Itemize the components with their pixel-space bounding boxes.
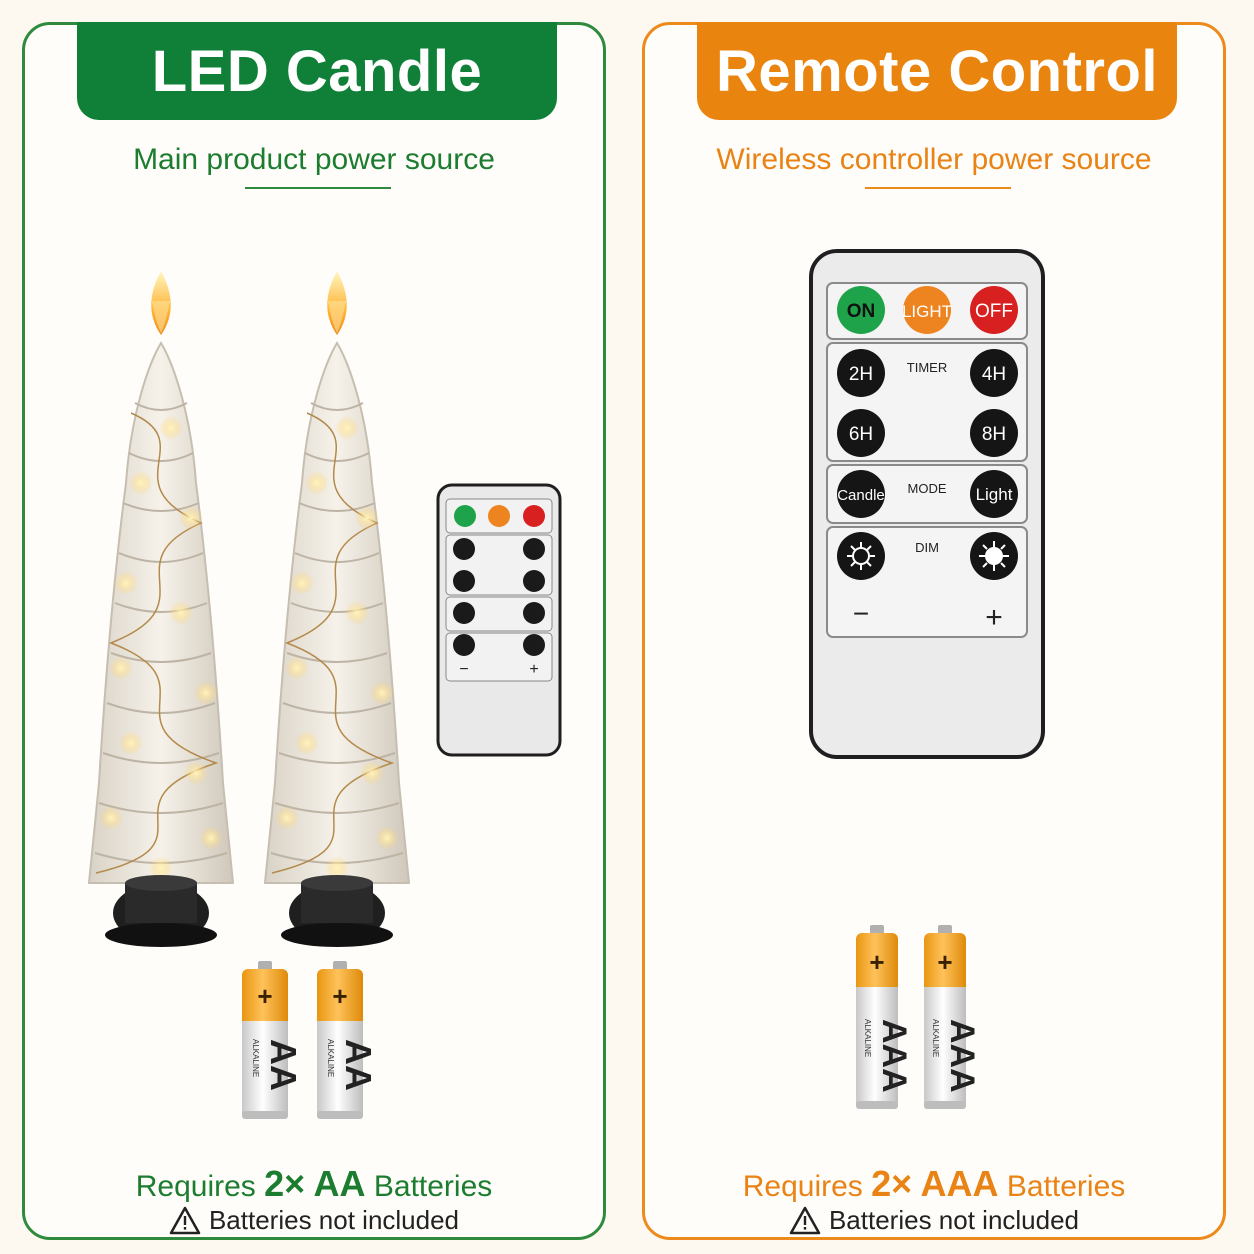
- svg-text:AA: AA: [338, 1039, 379, 1091]
- led-candle-note: Batteries not included: [25, 1205, 603, 1236]
- remote-control-illustration: ON LIGHT OFF TIMER 2H 4H 6H 8H MODE Cand…: [809, 249, 1045, 1109]
- led-candle-requirement: Requires 2× AA Batteries: [25, 1163, 603, 1205]
- svg-text:+: +: [869, 947, 884, 977]
- remote-control-subtitle: Wireless controller power source: [716, 143, 1152, 176]
- remote-control-requirement: Requires 2× AAA Batteries: [645, 1163, 1223, 1205]
- svg-text:−: −: [459, 661, 468, 678]
- dim-label: DIM: [915, 540, 939, 555]
- timer-8h-label: 8H: [982, 424, 1006, 445]
- warning-icon: [169, 1206, 201, 1234]
- svg-text:AA: AA: [263, 1039, 304, 1091]
- svg-text:+: +: [529, 661, 538, 678]
- svg-text:+: +: [937, 947, 952, 977]
- requires-suffix: Batteries: [1006, 1170, 1126, 1203]
- remote-control-panel: Remote Control Wireless controller power…: [642, 22, 1226, 1240]
- requires-prefix: Requires: [135, 1170, 256, 1203]
- timer-6h-label: 6H: [849, 424, 873, 445]
- note-text: Batteries not included: [208, 1205, 460, 1235]
- svg-text:ALKALINE: ALKALINE: [251, 1039, 260, 1077]
- battery-count: 2×: [264, 1163, 306, 1204]
- battery-type: AA: [313, 1163, 366, 1204]
- battery-type: AAA: [920, 1163, 999, 1204]
- svg-text:AAA: AAA: [943, 1019, 981, 1093]
- svg-text:ALKALINE: ALKALINE: [931, 1019, 940, 1057]
- requires-suffix: Batteries: [373, 1170, 493, 1203]
- remote-control-tab-title: Remote Control: [697, 22, 1177, 120]
- dim-plus-label: +: [985, 601, 1003, 634]
- requires-prefix: Requires: [742, 1170, 863, 1203]
- note-text: Batteries not included: [828, 1205, 1080, 1235]
- dim-down-icon: [847, 542, 875, 570]
- led-candle-tab-title: LED Candle: [77, 22, 557, 120]
- battery-count: 2×: [871, 1163, 913, 1204]
- svg-text:AAA: AAA: [875, 1019, 913, 1093]
- divider: [245, 187, 391, 189]
- divider: [865, 187, 1011, 189]
- light-mode-label: Light: [976, 485, 1013, 504]
- light-button-label: LIGHT: [902, 302, 952, 321]
- led-candle-subtitle: Main product power source: [133, 143, 495, 176]
- off-button-label: OFF: [975, 301, 1013, 322]
- timer-4h-label: 4H: [982, 364, 1006, 385]
- warning-icon: [789, 1206, 821, 1234]
- dim-minus-label: −: [853, 598, 869, 629]
- mode-label: MODE: [908, 481, 947, 496]
- dim-up-icon: [979, 541, 1009, 571]
- remote-control-note: Batteries not included: [645, 1205, 1223, 1236]
- aaa-battery-2: +: [924, 925, 966, 1109]
- led-candle-panel: LED Candle Main product power source: [22, 22, 606, 1240]
- mini-remote: − +: [436, 483, 562, 757]
- remote-body: ON LIGHT OFF TIMER 2H 4H 6H 8H MODE Cand…: [809, 249, 1045, 759]
- svg-text:ALKALINE: ALKALINE: [863, 1019, 872, 1057]
- svg-text:ALKALINE: ALKALINE: [326, 1039, 335, 1077]
- candle-mode-label: Candle: [837, 487, 885, 504]
- aaa-battery-1: +: [856, 925, 898, 1109]
- timer-label: TIMER: [907, 360, 947, 375]
- timer-2h-label: 2H: [849, 364, 873, 385]
- on-button-label: ON: [847, 301, 876, 322]
